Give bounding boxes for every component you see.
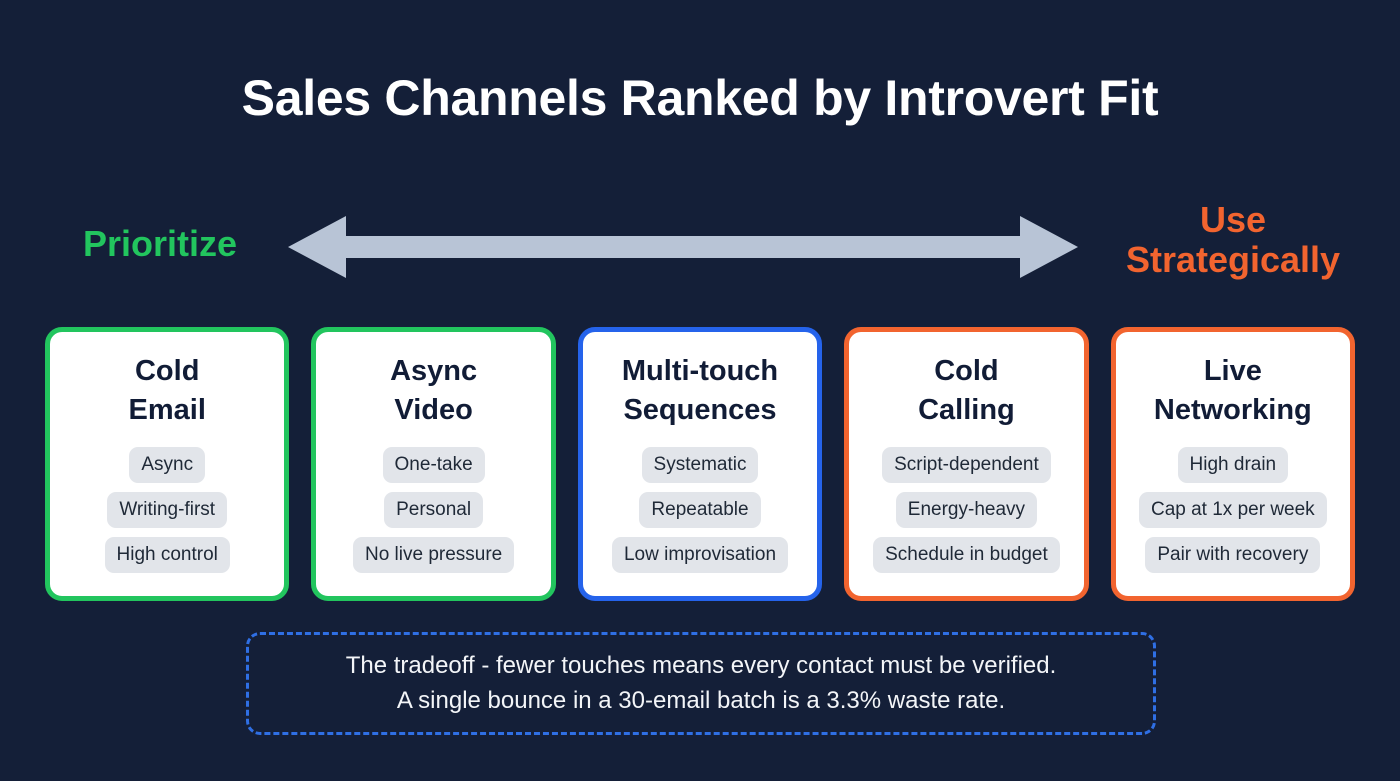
channel-card-multi-touch-sequences[interactable]: Multi-touch Sequences Systematic Repeata… xyxy=(577,327,823,601)
card-title: Cold Email xyxy=(128,355,206,426)
card-title: Multi-touch Sequences xyxy=(621,355,779,426)
card-tag-list: Script-dependent Energy-heavy Schedule i… xyxy=(857,447,1075,574)
card-tag-list: Async Writing-first High control xyxy=(58,447,276,574)
card-title: Async Video xyxy=(390,355,478,426)
card-tag: High control xyxy=(104,537,230,574)
card-title: Cold Calling xyxy=(918,355,1015,426)
tradeoff-note-box: The tradeoff - fewer touches means every… xyxy=(246,632,1156,735)
card-tag-list: Systematic Repeatable Low improvisation xyxy=(591,447,809,574)
channel-card-live-networking[interactable]: Live Networking High drain Cap at 1x per… xyxy=(1110,327,1356,601)
double-headed-arrow-icon xyxy=(288,212,1078,282)
card-tag: Low improvisation xyxy=(611,537,789,574)
card-tag: Schedule in budget xyxy=(873,537,1060,574)
card-tag: Writing-first xyxy=(107,492,228,529)
channel-card-list: Cold Email Async Writing-first High cont… xyxy=(45,327,1356,601)
card-tag: Repeatable xyxy=(639,492,761,529)
card-tag: Systematic xyxy=(641,447,759,484)
channel-card-cold-email[interactable]: Cold Email Async Writing-first High cont… xyxy=(45,327,290,601)
card-title: Live Networking xyxy=(1153,355,1312,426)
channel-card-cold-calling[interactable]: Cold Calling Script-dependent Energy-hea… xyxy=(844,327,1089,601)
page-title: Sales Channels Ranked by Introvert Fit xyxy=(241,70,1159,126)
spectrum-label-use-strategically: Use Strategically xyxy=(1125,199,1341,281)
card-tag: Script-dependent xyxy=(882,447,1051,484)
card-tag-list: One-take Personal No live pressure xyxy=(324,447,542,574)
card-tag: Pair with recovery xyxy=(1145,537,1321,574)
card-tag: High drain xyxy=(1177,447,1289,484)
card-tag: Async xyxy=(129,447,206,484)
card-tag-list: High drain Cap at 1x per week Pair with … xyxy=(1124,447,1342,574)
card-tag: Personal xyxy=(384,492,484,529)
channel-card-async-video[interactable]: Async Video One-take Personal No live pr… xyxy=(311,327,556,601)
spectrum-label-prioritize: Prioritize xyxy=(82,223,238,264)
card-tag: Energy-heavy xyxy=(895,492,1038,529)
card-tag: Cap at 1x per week xyxy=(1138,492,1327,529)
card-tag: One-take xyxy=(382,447,485,484)
spectrum-row: Prioritize Use Strategically xyxy=(0,196,1400,306)
card-tag: No live pressure xyxy=(352,537,515,574)
tradeoff-note-text: The tradeoff - fewer touches means every… xyxy=(345,652,1057,714)
